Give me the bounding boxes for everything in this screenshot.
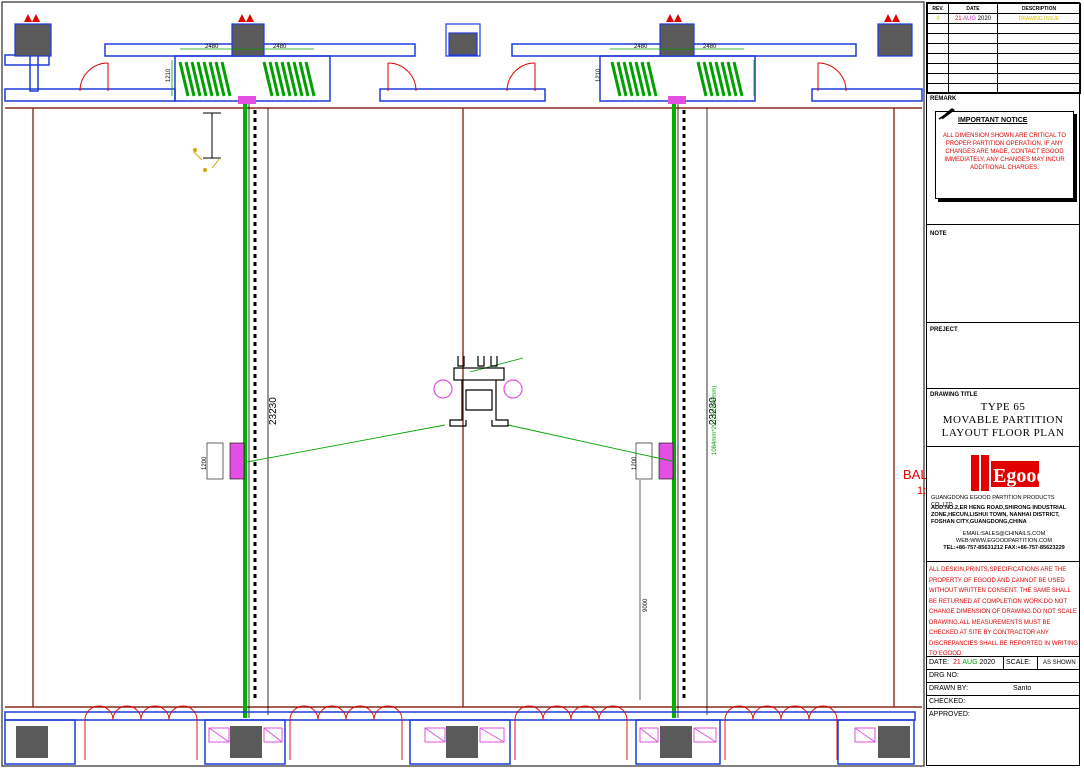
title-block: REV. DATE DESCRIPTION 0 21 AUG 2020 DRAW… [926, 2, 1081, 766]
svg-text:1200: 1200 [632, 456, 638, 470]
company-address: ADD:NO.2,ER HENG ROAD,SHIRONG INDUSTRIAL… [931, 505, 1067, 525]
remark-section: REMARK IMPORTANT NOTICE ALL DIMENSION SH… [927, 93, 1079, 225]
beam-detail [193, 112, 221, 172]
title-line-2: MOVABLE PARTITION [942, 414, 1064, 426]
drg-label: DRG NO: [929, 672, 959, 679]
company-email: EMAIL:SALES@CHINAILS.COM [962, 531, 1046, 537]
dim-door-width-1: 2480 [205, 44, 219, 50]
scale-value: AS SHOWN [1043, 660, 1076, 666]
note-section: NOTE [927, 225, 1079, 323]
date-scale-row: DATE: 21 AUG 2020 SCALE: AS SHOWN [927, 657, 1079, 670]
columns [14, 23, 913, 57]
dim-run-right: 23230 [708, 397, 719, 425]
company-name: GUANGDONG EGOOD PARTITION PRODUCTS CO.,L… [931, 495, 1055, 508]
date-header: DATE [948, 3, 998, 14]
door-swings-top [79, 62, 847, 92]
track-profile-detail [433, 356, 523, 427]
project-label: PREJECT [930, 327, 958, 333]
pen-icon [938, 108, 955, 120]
dim-depth-left: 1210 [166, 68, 172, 82]
approved-row: APPROVED: [927, 709, 1079, 722]
title-line-3: LAYOUT FLOOR PLAN [941, 427, 1065, 439]
partition-track-right [672, 100, 708, 718]
dim-door-width-3: 2480 [634, 44, 648, 50]
date-label: DATE: [929, 659, 950, 666]
project-section: PREJECT [927, 323, 1079, 389]
important-notice: IMPORTANT NOTICE ALL DIMENSION SHOWN ARE… [935, 108, 1074, 199]
partition-track-left [243, 100, 269, 718]
description-header: DESCRIPTION [997, 3, 1081, 14]
stacked-panels-top [178, 61, 744, 97]
stack-right: 1200 [632, 442, 674, 480]
drawn-value: Santo [1013, 685, 1032, 692]
title-line-1: TYPE 65 [980, 401, 1026, 413]
notice-title: IMPORTANT NOTICE [958, 117, 1028, 124]
dim-bottom: 9000 [643, 598, 649, 612]
rev-number: 0 [927, 13, 949, 24]
dim-door-width-4: 2480 [703, 44, 717, 50]
drg-row: DRG NO: [927, 670, 1079, 683]
rev-description: DRAWING ISSUE [997, 13, 1081, 24]
company-web: WEB:WWW.EGOODPARTITION.COM [955, 538, 1053, 544]
checked-row: CHECKED: [927, 696, 1079, 709]
rev-date: 21 AUG 2020 [948, 13, 998, 24]
dim-run-left: 23230 [268, 397, 279, 425]
date-value: 21 AUG 2020 [953, 659, 996, 666]
panel-note: 1084mm*29 (1B2B76mm) [712, 386, 718, 455]
rev-header: REV. [927, 3, 949, 14]
room-walls [5, 107, 922, 708]
bottom-window-marks [208, 727, 876, 743]
notice-text: ALL DIMENSION SHOWN ARE CRITICAL TO PROP… [942, 133, 1067, 171]
drawing-title-section: DRAWING TITLE TYPE 65 MOVABLE PARTITION … [927, 389, 1079, 447]
remark-label: REMARK [930, 96, 957, 102]
bottom-door-swings [84, 705, 838, 760]
stack-left: 1200 [202, 442, 245, 480]
egood-logo: Egood [971, 455, 1039, 491]
track-joints [238, 96, 686, 104]
disclaimer: ALL DESIGN,PRINTS,SPECIFICATIONS ARE THE… [929, 567, 1078, 657]
column-markers [24, 14, 900, 22]
svg-text:Egood: Egood [993, 465, 1039, 487]
drawing-title-label: DRAWING TITLE [930, 392, 978, 398]
company-tel: TEL:+86-757-85631212 FAX:+86-757-8562322… [943, 545, 1065, 551]
drawn-row: DRAWN BY: Santo [927, 683, 1079, 696]
scale-label: SCALE: [1006, 659, 1031, 666]
dim-door-width-2: 2480 [273, 44, 287, 50]
company-section: Egood GUANGDONG EGOOD PARTITION PRODUCTS… [927, 447, 1079, 657]
dim-depth-right: 1210 [596, 68, 602, 82]
note-label: NOTE [930, 231, 947, 237]
bottom-wall [4, 711, 916, 765]
drawn-label: DRAWN BY: [929, 685, 969, 692]
bottom-columns [16, 726, 910, 758]
side-note-line1: BAL [903, 467, 926, 482]
top-dimensions [171, 48, 755, 96]
floor-plan-drawing: 2480 2480 2480 2480 1210 1210 23230 2323… [1, 1, 926, 767]
approved-label: APPROVED: [929, 711, 970, 718]
checked-label: CHECKED: [929, 698, 966, 705]
revision-table: REV. DATE DESCRIPTION 0 21 AUG 2020 DRAW… [927, 3, 1081, 94]
svg-text:1200: 1200 [202, 456, 208, 470]
side-note-line2: 1: [917, 485, 926, 497]
revision-section: REV. DATE DESCRIPTION 0 21 AUG 2020 DRAW… [927, 3, 1081, 94]
